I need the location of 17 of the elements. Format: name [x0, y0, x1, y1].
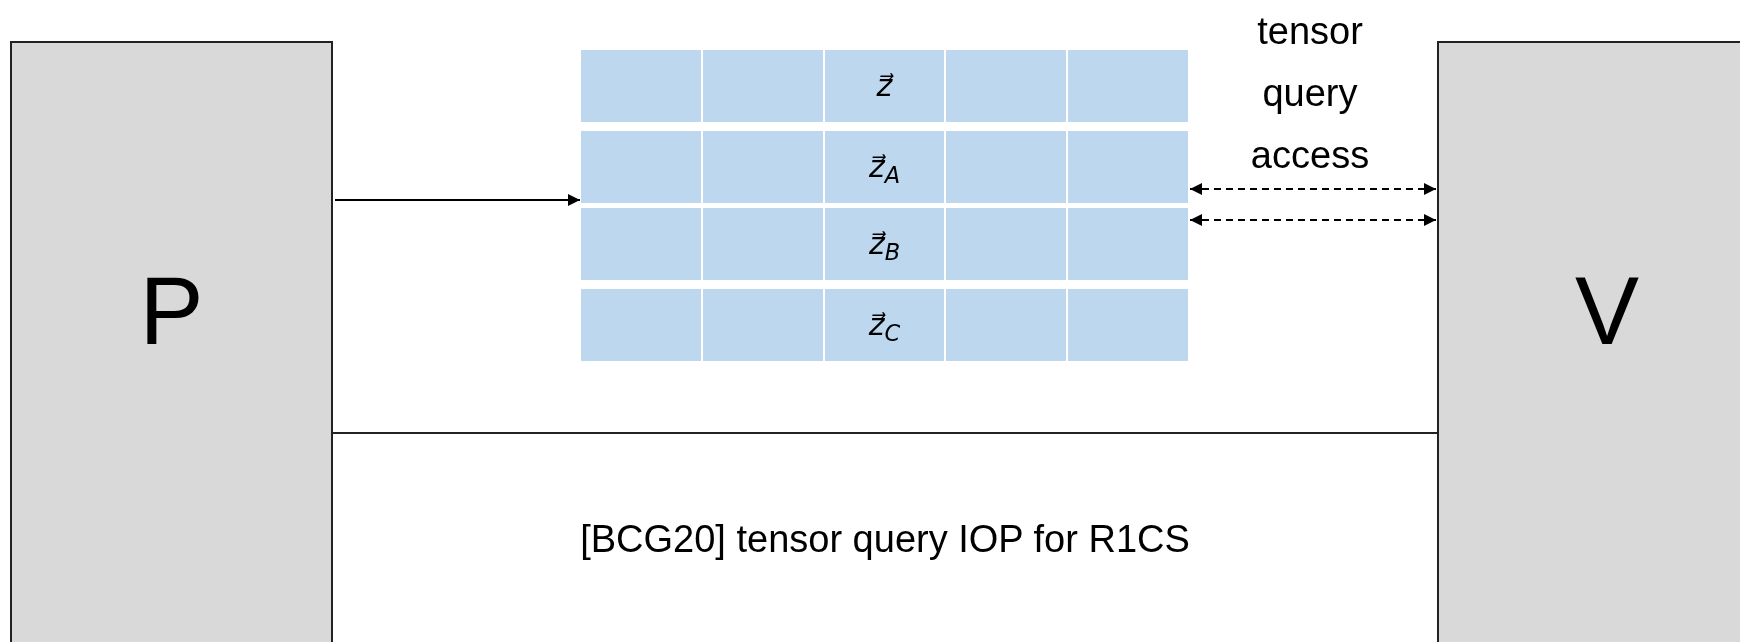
- party-box: [10, 41, 333, 642]
- protocol-label: [BCG20] tensor query IOP for R1CS: [580, 517, 1190, 562]
- vector-row: [581, 131, 1188, 203]
- vector-label: z⃗$_{B}$: [868, 229, 901, 259]
- vector-row: [581, 289, 1188, 361]
- arrow: [334, 194, 581, 206]
- arrow: [1189, 183, 1437, 195]
- party-label: V: [1575, 263, 1639, 359]
- vector-label: z⃗$_{A}$: [868, 152, 901, 182]
- vector-label: z⃗$_{C}$: [868, 310, 901, 340]
- vector-row: [581, 50, 1188, 122]
- party-label: P: [139, 263, 204, 359]
- vector-label: z⃗: [876, 71, 893, 101]
- vector-row: [581, 208, 1188, 280]
- arrow: [1189, 214, 1437, 226]
- annotation-label: tensor query access: [1249, 9, 1371, 178]
- party-box: [1437, 41, 1740, 642]
